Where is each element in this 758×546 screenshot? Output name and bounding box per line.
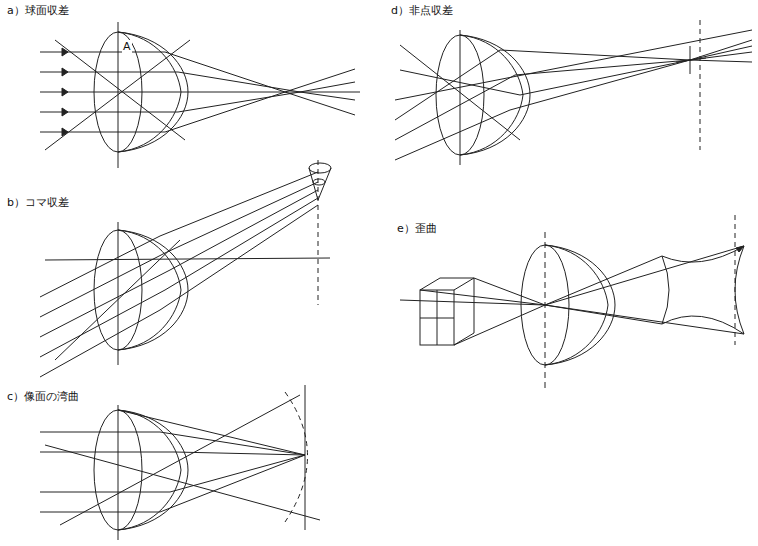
panel-caption: d）非点収差 [390, 4, 454, 17]
panel-caption: b）コマ収差 [6, 196, 70, 209]
field-curvature-figure [40, 385, 320, 540]
panel-caption: c）像面の湾曲 [6, 390, 80, 403]
astigmatism-figure [395, 20, 752, 165]
panel-caption: a）球面収差 [6, 4, 70, 17]
panel-caption: e）歪曲 [396, 222, 438, 235]
distortion-figure [400, 215, 744, 392]
spherical-aberration-figure [40, 22, 360, 168]
coma-figure [40, 160, 331, 377]
point-marker: A [122, 40, 132, 53]
